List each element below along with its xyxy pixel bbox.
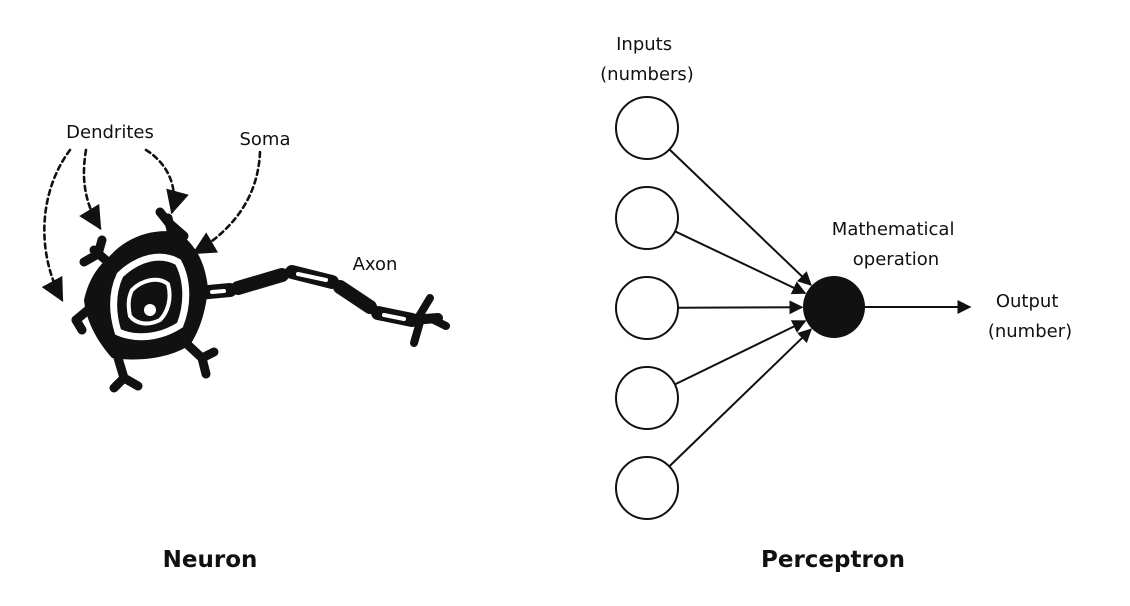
neuron-illustration: Dendrites Soma Axon Neuron (41, 122, 450, 573)
operation-node (803, 276, 865, 338)
dendrites-arrow-3 (144, 148, 189, 215)
perceptron-title: Perceptron (761, 547, 905, 573)
perceptron-diagram: Inputs (numbers) Mathematical operation … (600, 34, 1072, 573)
input-node (615, 186, 679, 250)
soma-label: Soma (239, 129, 290, 150)
inputs-label: Inputs (numbers) (600, 34, 694, 85)
input-node (615, 366, 679, 430)
input-nodes (615, 96, 679, 520)
soma-arrow (191, 150, 262, 255)
input-connection-arrow (674, 320, 807, 386)
input-connection-arrow (674, 230, 807, 295)
input-node (615, 456, 679, 520)
input-connection-arrow (668, 328, 813, 468)
output-label: Output (number) (988, 291, 1072, 342)
input-node (615, 96, 679, 160)
input-node (615, 276, 679, 340)
axon-label: Axon (353, 254, 398, 275)
dendrites-arrow-1 (41, 148, 72, 303)
output-label-line-2: (number) (988, 321, 1072, 342)
dendrites-label: Dendrites (66, 122, 154, 143)
neuron-icon (71, 207, 450, 393)
input-connection-arrow (668, 148, 812, 286)
input-connection-arrow (677, 300, 804, 315)
operation-label-line-2: operation (853, 249, 939, 270)
output-label-line-1: Output (996, 291, 1059, 312)
inputs-label-line-2: (numbers) (600, 64, 694, 85)
input-connections (668, 148, 813, 468)
inputs-label-line-1: Inputs (616, 34, 672, 55)
dendrites-arrow-2 (79, 148, 102, 231)
operation-label-line-1: Mathematical (832, 219, 955, 240)
neuron-title: Neuron (163, 547, 258, 573)
operation-label: Mathematical operation (832, 219, 960, 270)
